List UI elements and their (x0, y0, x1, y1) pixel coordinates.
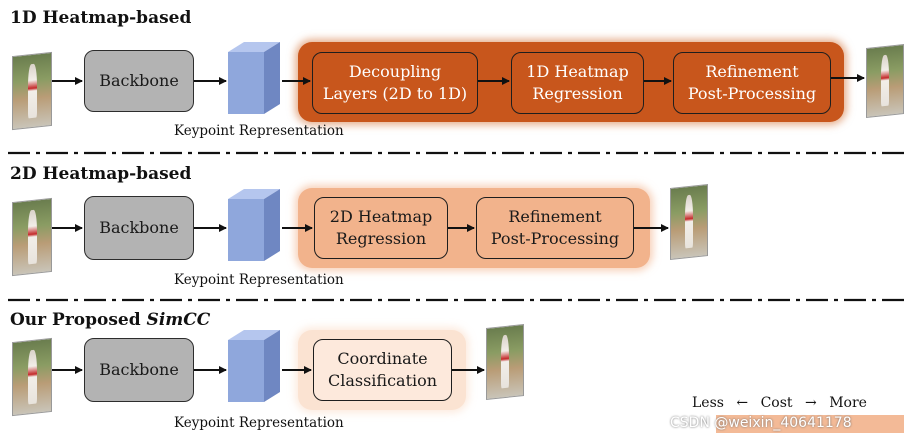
left-arrow-icon: ← (736, 395, 749, 411)
feature-cube-2d (228, 189, 280, 261)
section-title-2d: 2D Heatmap-based (10, 164, 192, 184)
feature-cube-simcc (228, 330, 280, 402)
heatmap-1d-regression-box: 1D Heatmap Regression (511, 52, 644, 114)
watermark-highlight (716, 415, 904, 433)
cost-more-label: More (829, 395, 867, 411)
refinement-box-2d: Refinement Post-Processing (476, 197, 634, 259)
backbone-simcc: Backbone (84, 338, 194, 402)
cost-legend: Less ← Cost → More (692, 395, 867, 411)
right-arrow-icon: → (805, 395, 817, 411)
backbone-2d: Backbone (84, 196, 194, 260)
refinement-box-1d: Refinement Post-Processing (673, 52, 831, 114)
feature-cube-1d (228, 42, 280, 114)
keypoint-label-1d: Keypoint Representation (174, 123, 344, 139)
watermark: CSDN @weixin_40641178 (670, 415, 852, 431)
backbone-1d: Backbone (84, 50, 194, 112)
section-title-simcc: Our Proposed SimCC (10, 310, 211, 330)
keypoint-label-simcc: Keypoint Representation (174, 415, 344, 431)
keypoint-label-2d: Keypoint Representation (174, 272, 344, 288)
cost-label: Cost (760, 395, 793, 411)
cost-less-label: Less (692, 395, 724, 411)
coordinate-classification-box: Coordinate Classification (313, 339, 452, 401)
heatmap-2d-regression-box: 2D Heatmap Regression (314, 197, 448, 259)
decoupling-layers-box: Decoupling Layers (2D to 1D) (312, 52, 478, 114)
section-title-1d: 1D Heatmap-based (10, 8, 192, 28)
